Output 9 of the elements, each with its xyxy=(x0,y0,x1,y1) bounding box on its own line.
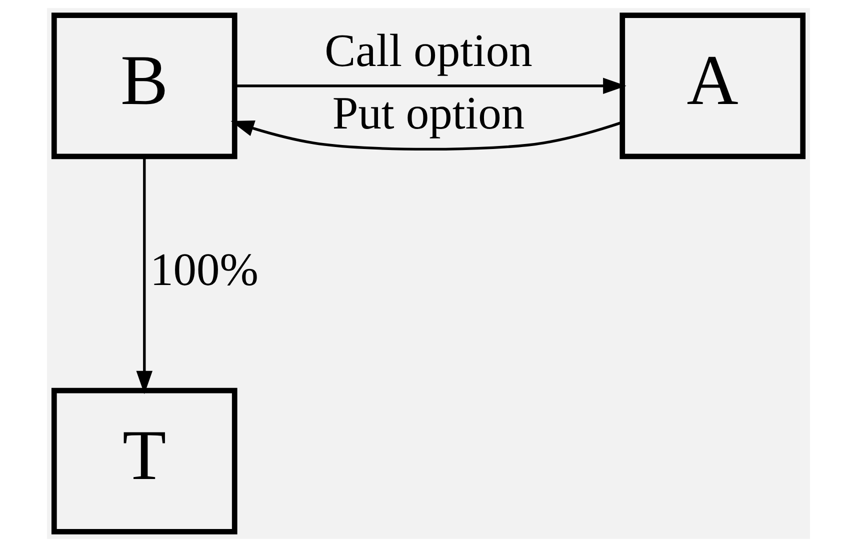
node-box: B xyxy=(50,12,237,160)
node-box: A xyxy=(619,12,806,160)
edge-label: Call option xyxy=(324,26,532,77)
edge-label: 100% xyxy=(150,244,258,296)
arrow xyxy=(234,78,626,94)
node-box: T xyxy=(50,388,237,534)
arrow xyxy=(136,156,152,394)
edge-label: Put option xyxy=(332,88,524,140)
arrow xyxy=(230,120,622,151)
